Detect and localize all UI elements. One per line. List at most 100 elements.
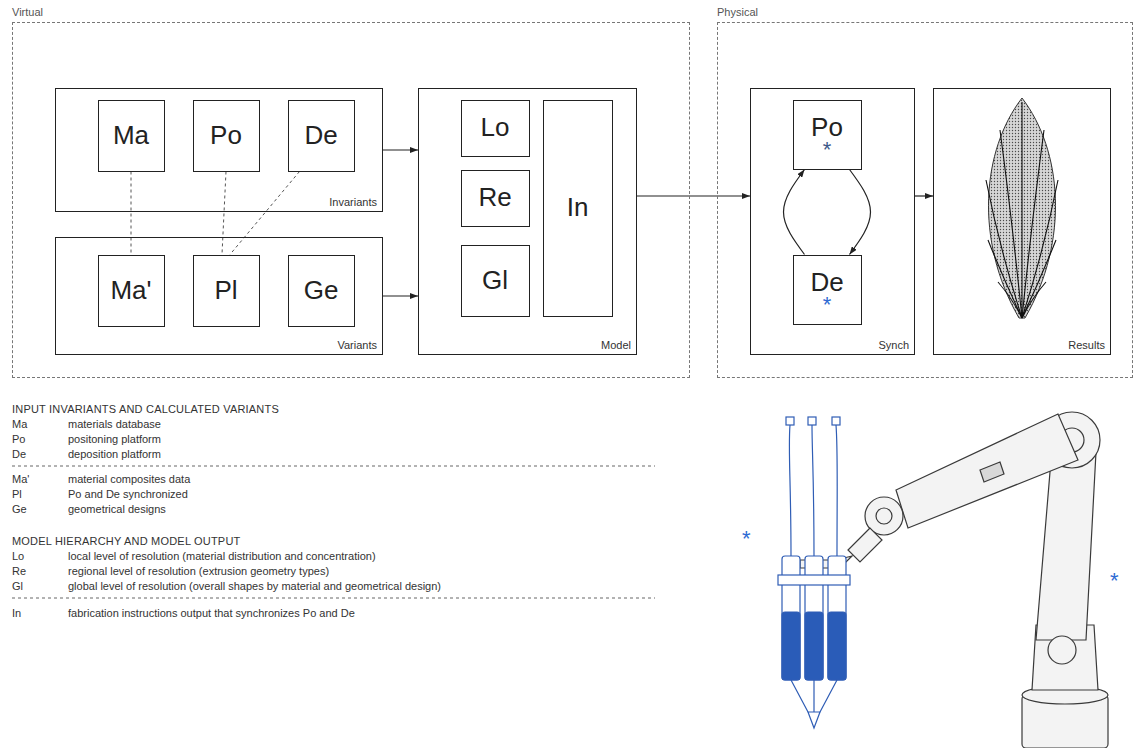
syringe-clamp bbox=[778, 575, 850, 585]
legend-key: In bbox=[12, 607, 21, 620]
module-abbreviation: De bbox=[810, 269, 843, 296]
legend-key: De bbox=[12, 448, 26, 461]
leaf-vein bbox=[1022, 240, 1056, 318]
group-box: Variants Ma' Pl Ge bbox=[55, 237, 383, 355]
group-label: Synch bbox=[878, 339, 909, 351]
legend-description: positoning platform bbox=[68, 433, 161, 446]
leaf-vein bbox=[1000, 130, 1022, 318]
legend-key: Lo bbox=[12, 550, 24, 563]
module-box: De bbox=[288, 100, 355, 172]
flow-arrow bbox=[383, 295, 418, 296]
module-abbreviation: De bbox=[304, 122, 337, 149]
robot-upper-arm bbox=[896, 414, 1078, 528]
syringe-fill bbox=[805, 612, 823, 680]
module-box: Gl bbox=[461, 245, 530, 317]
syringe-fill bbox=[782, 612, 800, 680]
legend-heading: INPUT INVARIANTS AND CALCULATED VARIANTS bbox=[12, 403, 279, 416]
legend-separator bbox=[12, 466, 655, 467]
tube-cap bbox=[808, 417, 816, 425]
leaf-vein bbox=[1022, 180, 1058, 318]
flow-arrow bbox=[915, 195, 933, 196]
legend-heading: MODEL HIERARCHY AND MODEL OUTPUT bbox=[12, 535, 240, 548]
robot-joint bbox=[1048, 636, 1076, 664]
feed-tube bbox=[836, 425, 837, 556]
legend-description: materials database bbox=[68, 418, 161, 431]
group-box: InvariantsMaPoDe bbox=[55, 88, 383, 212]
syringe-fill bbox=[828, 612, 846, 680]
legend-separator bbox=[12, 598, 655, 599]
leaf-vein bbox=[1022, 130, 1044, 318]
robot-flange bbox=[848, 528, 882, 562]
module-abbreviation: Re bbox=[478, 184, 511, 211]
legend-description: Po and De synchronized bbox=[68, 488, 188, 501]
module-abbreviation: Pl bbox=[214, 277, 237, 304]
robot-lower-arm bbox=[1036, 448, 1096, 640]
group-label: Model bbox=[601, 339, 631, 351]
module-box: De* bbox=[793, 255, 862, 325]
feed-tube bbox=[789, 425, 791, 556]
module-box: Po bbox=[193, 100, 260, 172]
legend-key: Po bbox=[12, 433, 25, 446]
dashed-link bbox=[131, 172, 132, 255]
flow-arrow bbox=[637, 195, 750, 196]
legend-key: Ma' bbox=[12, 473, 29, 486]
legend-key: Re bbox=[12, 565, 26, 578]
nozzle-line bbox=[791, 680, 837, 712]
asterisk-mark: * bbox=[1110, 570, 1119, 592]
leaf-vein bbox=[1021, 102, 1022, 318]
legend-description: deposition platform bbox=[68, 448, 161, 461]
legend-key: Ge bbox=[12, 503, 27, 516]
module-abbreviation: Po bbox=[210, 122, 242, 149]
leaf-vein bbox=[998, 282, 1022, 318]
legend-key: Gl bbox=[12, 580, 23, 593]
region-frame: PhysicalSynchPo*De*Results bbox=[717, 22, 1133, 378]
flow-arrow bbox=[850, 170, 871, 255]
module-abbreviation: Lo bbox=[481, 114, 510, 141]
module-abbreviation: Ma bbox=[113, 122, 149, 149]
legend-description: local level of resolution (material dist… bbox=[68, 550, 376, 563]
module-box: Ma bbox=[98, 100, 165, 172]
asterisk-mark: * bbox=[823, 296, 832, 310]
group-label: Variants bbox=[337, 339, 377, 351]
leaf-result bbox=[986, 98, 1058, 318]
feed-tube bbox=[812, 425, 814, 556]
leaf-vein bbox=[988, 240, 1022, 318]
legend-description: geometrical designs bbox=[68, 503, 166, 516]
group-box: Results bbox=[933, 88, 1111, 355]
legend-description: fabrication instructions output that syn… bbox=[68, 607, 355, 620]
dashed-link bbox=[222, 172, 226, 255]
tube-cap bbox=[786, 417, 794, 425]
tube-cap bbox=[832, 417, 840, 425]
leaf-outline bbox=[988, 98, 1055, 318]
extruder-syringes bbox=[778, 417, 850, 728]
module-box: Lo bbox=[461, 100, 530, 157]
legend-description: global level of resolution (overall shap… bbox=[68, 580, 441, 593]
module-box: Re bbox=[461, 170, 530, 227]
legend-description: regional level of resolution (extrusion … bbox=[68, 565, 329, 578]
robot-wrist-cap bbox=[876, 508, 892, 524]
legend-description: material composites data bbox=[68, 473, 190, 486]
group-box: SynchPo*De* bbox=[750, 88, 915, 355]
region-heading: Physical bbox=[717, 6, 758, 18]
module-box: Ge bbox=[288, 255, 355, 327]
region-heading: Virtual bbox=[12, 6, 43, 18]
module-box: In bbox=[543, 100, 613, 317]
leaf-vein bbox=[1022, 282, 1046, 318]
group-label: Results bbox=[1068, 339, 1105, 351]
leaf-veins bbox=[986, 102, 1058, 318]
dashed-link bbox=[230, 172, 300, 255]
module-abbreviation: Ma' bbox=[110, 277, 151, 304]
module-abbreviation: Ge bbox=[304, 277, 339, 304]
region-frame: VirtualInvariantsMaPoDeVariantsMa'PlGeMo… bbox=[12, 22, 690, 378]
flow-arrow bbox=[784, 170, 805, 255]
module-box: Ma' bbox=[98, 255, 165, 327]
group-box: Model LoReGl In bbox=[418, 88, 637, 355]
nozzle bbox=[808, 712, 820, 728]
module-abbreviation: Gl bbox=[482, 267, 508, 294]
asterisk-mark: * bbox=[823, 141, 832, 155]
legend-key: Ma bbox=[12, 418, 27, 431]
legend-key: Pl bbox=[12, 488, 22, 501]
